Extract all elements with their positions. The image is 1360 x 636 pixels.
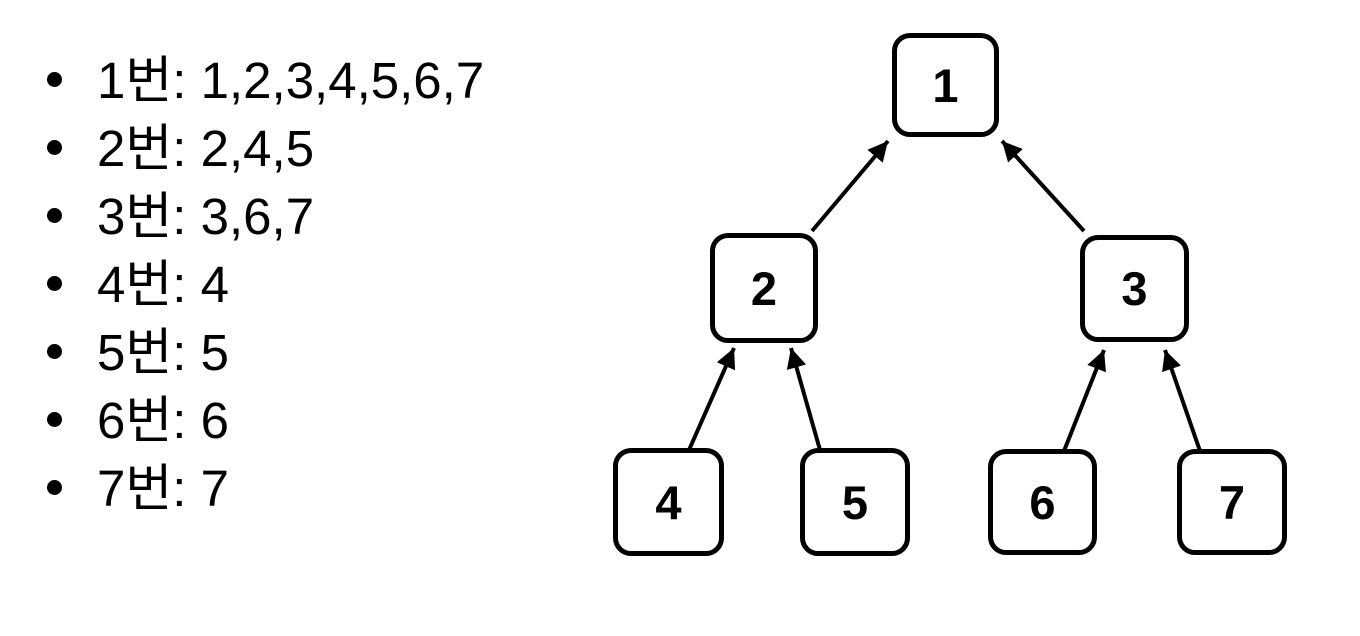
tree-node-label: 4 (655, 475, 682, 529)
bullet-icon (47, 275, 62, 291)
tree-node-label: 7 (1218, 475, 1246, 529)
tree-node-4: 4 (613, 448, 724, 556)
list-item-text: 6번: 6 (97, 392, 229, 449)
edge-arrow-6-to-3 (1062, 349, 1106, 452)
list-item-text: 2번: 2,4,5 (97, 120, 315, 177)
bullet-icon (47, 139, 62, 155)
tree-node-7: 7 (1177, 449, 1287, 555)
tree-node-3: 3 (1080, 235, 1189, 342)
list-item: 4번: 4 (47, 251, 484, 319)
list-item-text: 3번: 3,6,7 (97, 188, 315, 245)
list-item: 3번: 3,6,7 (47, 183, 484, 251)
bullet-icon (47, 71, 62, 87)
tree-node-label: 5 (841, 475, 869, 529)
subtree-list: 1번: 1,2,3,4,5,6,7 2번: 2,4,5 3번: 3,6,7 4번… (47, 47, 484, 523)
list-item-text: 4번: 4 (97, 256, 229, 313)
list-item: 5번: 5 (47, 319, 484, 387)
tree-node-label: 1 (932, 58, 959, 112)
bullet-icon (47, 411, 62, 427)
tree-node-1: 1 (892, 33, 999, 137)
tree-node-label: 3 (1121, 262, 1148, 315)
list-item: 6번: 6 (47, 387, 484, 455)
edge-arrow-7-to-3 (1162, 349, 1202, 452)
tree-node-2: 2 (710, 233, 818, 343)
tree-node-label: 2 (750, 261, 778, 315)
list-item: 7번: 7 (47, 455, 484, 523)
list-item-text: 7번: 7 (97, 460, 229, 517)
tree-node-label: 6 (1029, 475, 1056, 529)
list-item-text: 1번: 1,2,3,4,5,6,7 (97, 52, 485, 109)
list-item: 1번: 1,2,3,4,5,6,7 (47, 47, 484, 115)
bullet-icon (47, 343, 62, 359)
edge-arrow-5-to-2 (786, 347, 822, 451)
edge-arrow-4-to-2 (687, 347, 736, 451)
tree-node-5: 5 (800, 448, 910, 556)
tree-node-6: 6 (988, 449, 1097, 555)
bullet-icon (47, 207, 62, 223)
edge-arrow-3-to-1 (1000, 139, 1086, 233)
edge-arrow-2-to-1 (810, 139, 890, 233)
list-item-text: 5번: 5 (97, 324, 229, 381)
bullet-icon (47, 479, 62, 495)
list-item: 2번: 2,4,5 (47, 115, 484, 183)
